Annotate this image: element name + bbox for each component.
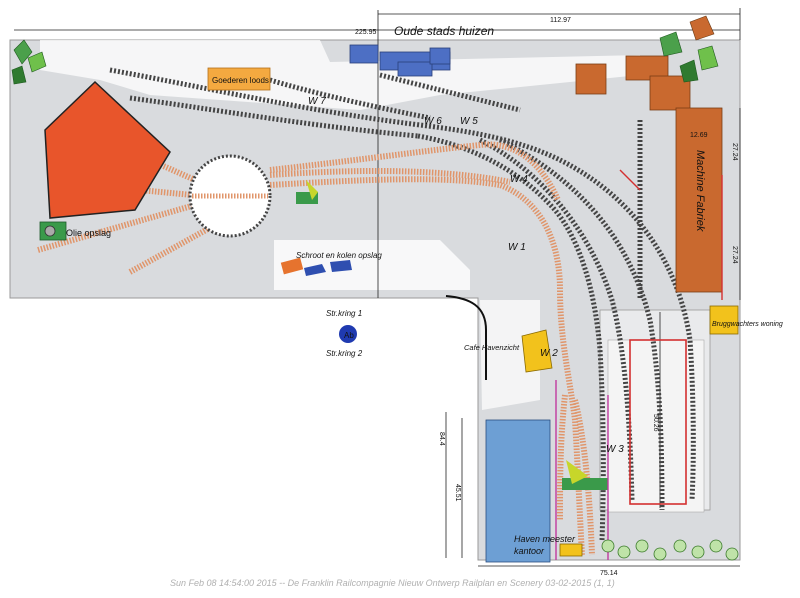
dim-bottom-width: 75.14 xyxy=(600,570,618,577)
footer-caption: Sun Feb 08 14:54:00 2015 -- De Franklin … xyxy=(170,578,615,588)
label-scrap-coal: Schroot en kolen opslag xyxy=(296,251,382,260)
red-line-upper xyxy=(619,169,641,191)
switch-w1: W 1 xyxy=(508,242,526,253)
label-goods-shed: Goederen loods xyxy=(212,76,269,85)
orange-track-group xyxy=(37,141,595,556)
switch-w5: W 5 xyxy=(460,116,478,127)
dim-total-width: 225.95 xyxy=(355,29,377,36)
trees-top-left xyxy=(11,39,47,85)
label-machine-factory: Machine Fabriek xyxy=(694,150,706,232)
harbour-basin xyxy=(485,419,551,563)
green-signal-house-upper xyxy=(296,180,318,204)
label-str-kring-2: Str.kring 2 xyxy=(326,349,363,358)
baseboard xyxy=(9,39,741,561)
roundhouse xyxy=(44,80,171,219)
switch-w6: W 6 xyxy=(424,116,442,127)
str-kring-badge xyxy=(339,325,357,343)
label-harbour-master-1: Haven meester xyxy=(514,534,576,544)
label-oil-storage: Olie opslag xyxy=(66,228,111,238)
scrap-coal-storage xyxy=(280,257,352,276)
label-str-kring-1: Str.kring 1 xyxy=(326,309,362,318)
old-town-houses xyxy=(349,44,451,77)
goods-shed xyxy=(207,67,271,91)
switch-w4: W 4 xyxy=(510,174,528,185)
label-harbour-master-2: kantoor xyxy=(514,546,545,556)
switch-w3: W 3 xyxy=(606,444,624,455)
switch-w2: W 2 xyxy=(540,348,558,359)
dim-fabriek-seg2: 27.24 xyxy=(731,246,738,264)
dim-right-width: 112.97 xyxy=(550,17,571,24)
cafe-building xyxy=(521,329,553,373)
switch-w7: W 7 xyxy=(308,96,326,107)
upper-track-group xyxy=(109,67,696,541)
trees-top-right xyxy=(659,15,719,83)
bridgekeeper-house xyxy=(709,305,739,335)
dim-vertical-left: 84.4 xyxy=(438,432,445,446)
harbour-master-office xyxy=(559,543,583,557)
green-signal-house-lower xyxy=(562,460,608,490)
str-kring-badge-label: Ab xyxy=(344,331,354,340)
label-cafe: Cafe Havenzicht xyxy=(464,343,520,352)
dim-vertical-mid: 45.51 xyxy=(454,484,461,502)
title-old-town-houses: Oude stads huizen xyxy=(394,24,494,38)
dim-yard-height: 50.26 xyxy=(652,414,659,432)
dim-fabriek-width: 12.69 xyxy=(690,132,708,139)
turntable xyxy=(188,154,272,238)
label-bridgekeeper: Bruggwachters woning xyxy=(712,321,783,328)
black-fence-curve xyxy=(445,295,487,380)
trees-bottom-right xyxy=(601,539,739,561)
dim-fabriek-seg1: 27.24 xyxy=(731,143,738,161)
oil-storage xyxy=(39,221,67,241)
yard-outline xyxy=(629,339,687,505)
